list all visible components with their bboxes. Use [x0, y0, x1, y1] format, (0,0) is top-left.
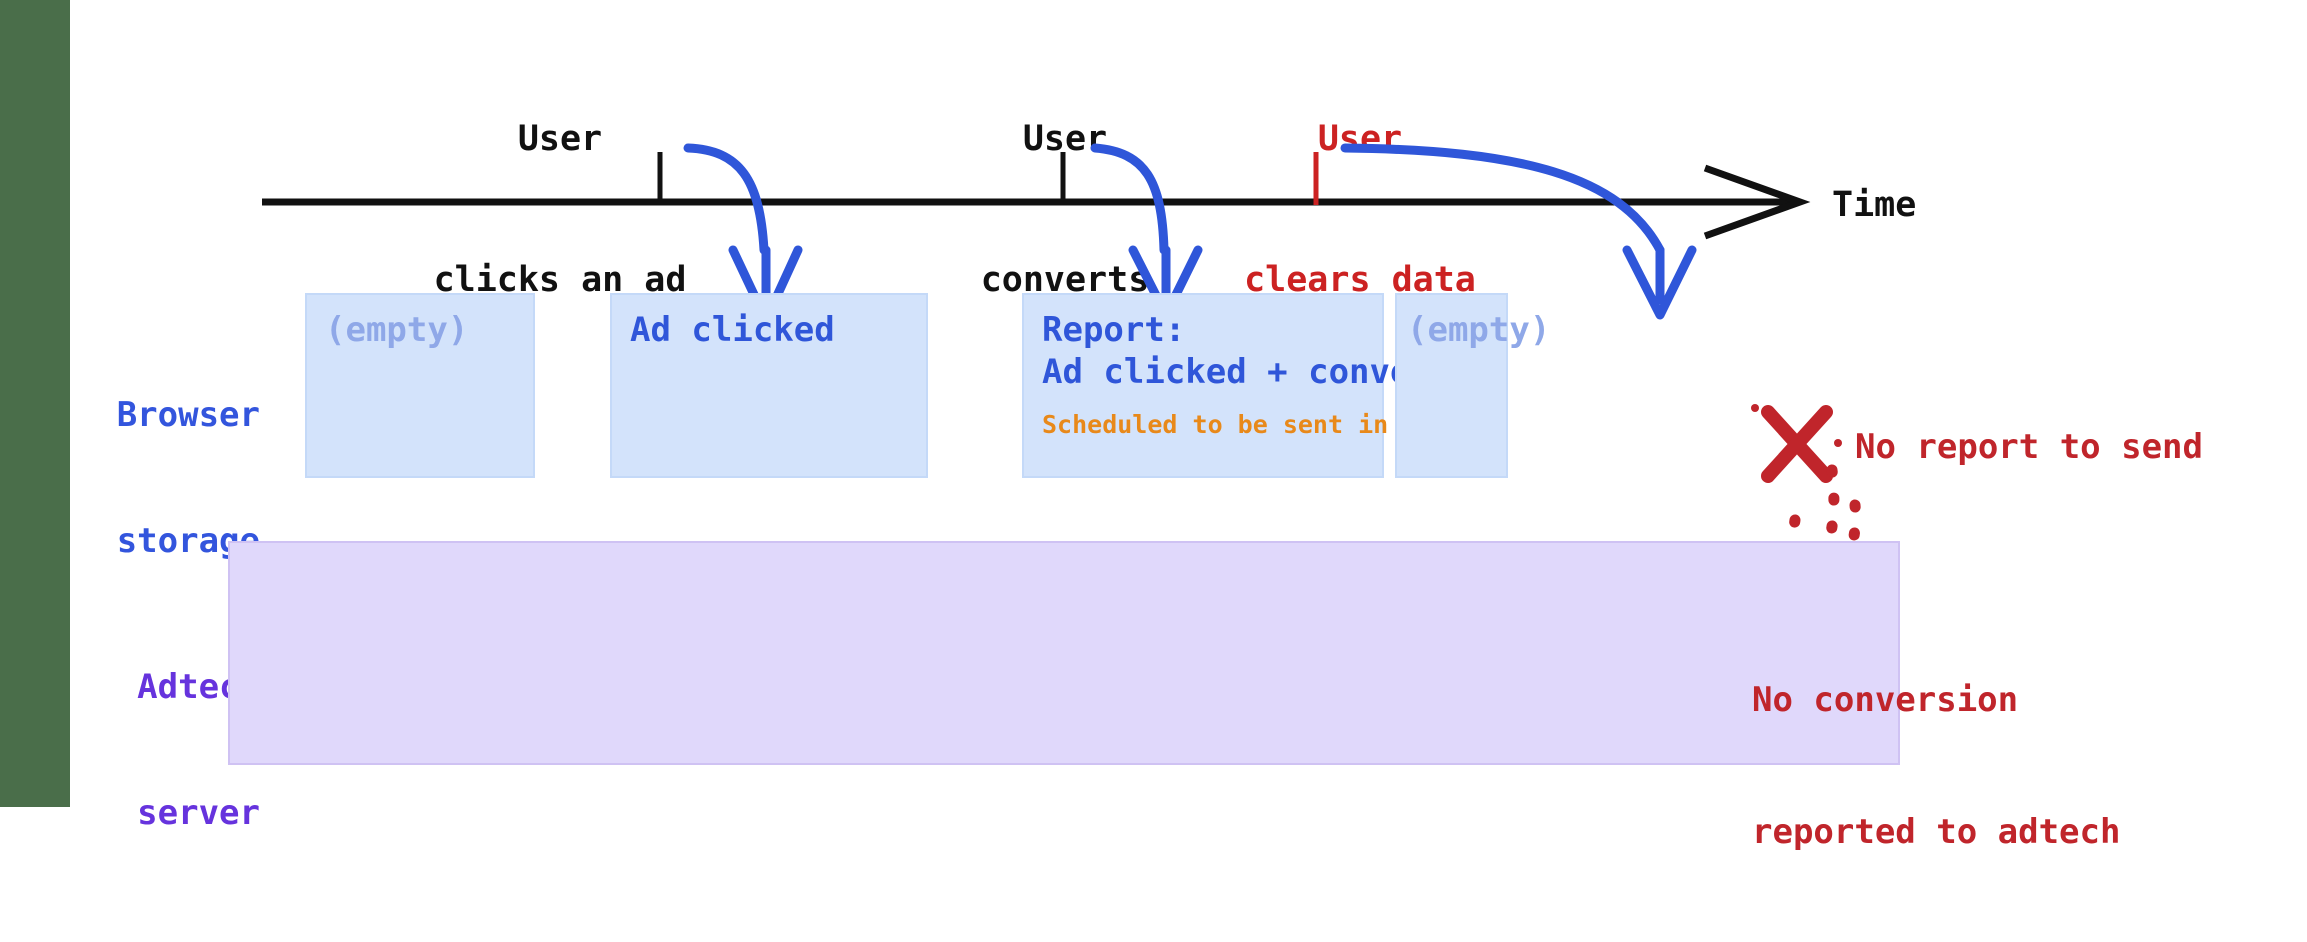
row-label-line2: storage [116, 521, 260, 561]
event-label-line1: User [1022, 119, 1108, 159]
adtech-server-box [228, 541, 1900, 765]
storage-box-ad-clicked: Ad clicked [610, 293, 928, 478]
diagram-canvas: User clicks an ad User converts User cle… [0, 0, 2203, 852]
row-label-line1: Browser [116, 395, 260, 435]
row-label-adtech-server: Adtech server [40, 582, 260, 918]
annotation-line1: No conversion [1752, 680, 2019, 720]
annotation-no-conversion-reported: No conversion reported to adtech [1752, 590, 2120, 942]
row-label-line2: server [137, 793, 260, 833]
storage-box-empty-cleared: (empty) [1395, 293, 1550, 478]
storage-box-empty-initial: (empty) [305, 293, 535, 478]
storage-box-report-title: Report: [1042, 310, 1186, 350]
annotation-line2: reported to adtech [1752, 812, 2121, 852]
annotation-no-report-to-send: No report to send [1855, 427, 2203, 467]
storage-box-text: (empty) [1407, 310, 1551, 350]
event-label-line1: User [517, 119, 603, 159]
storage-box-text: Ad clicked [630, 310, 835, 350]
storage-box-report: Report: Ad clicked + converted Scheduled… [1022, 293, 1492, 478]
storage-box-text: (empty) [325, 310, 469, 350]
event-label-line1: User [1317, 119, 1403, 159]
row-label-line1: Adtech [137, 667, 260, 707]
left-green-stripe [0, 0, 70, 807]
timeline-axis-label: Time [1832, 185, 1917, 225]
